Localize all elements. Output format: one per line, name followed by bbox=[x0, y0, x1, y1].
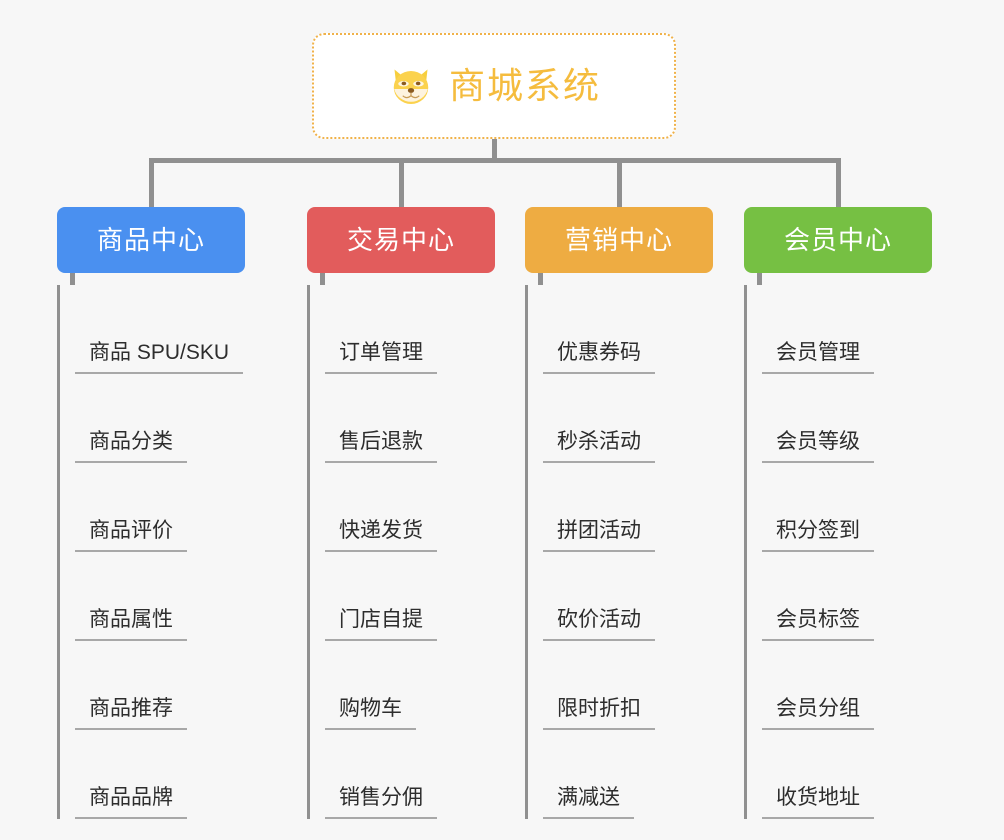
list-item[interactable]: 售后退款 bbox=[325, 374, 495, 463]
list-item[interactable]: 商品推荐 bbox=[75, 641, 245, 730]
category-label-1: 商品中心 bbox=[96, 225, 205, 255]
list-item[interactable]: 砍价活动 bbox=[543, 552, 713, 641]
leaf-label: 优惠券码 bbox=[557, 340, 641, 364]
list-item[interactable]: 拼团活动 bbox=[543, 463, 713, 552]
list-item[interactable]: 快递发货 bbox=[325, 463, 495, 552]
leaf-label: 商品品牌 bbox=[89, 785, 173, 809]
category-box-2[interactable]: 交易中心 bbox=[307, 207, 495, 273]
category-label-4: 会员中心 bbox=[783, 225, 892, 255]
leaf-label: 积分签到 bbox=[776, 518, 860, 542]
list-item[interactable]: 限时折扣 bbox=[543, 641, 713, 730]
leaf-label: 会员管理 bbox=[776, 340, 860, 364]
leaf-label: 拼团活动 bbox=[557, 518, 641, 542]
category-box-1[interactable]: 商品中心 bbox=[57, 207, 245, 273]
connector-stub-3 bbox=[538, 273, 543, 285]
leaf-label: 限时折扣 bbox=[557, 696, 641, 720]
list-item[interactable]: 秒杀活动 bbox=[543, 374, 713, 463]
leaf-label: 商品 SPU/SKU bbox=[89, 340, 230, 364]
list-item[interactable]: 商品评价 bbox=[75, 463, 245, 552]
leaf-label: 商品属性 bbox=[89, 607, 173, 631]
leaf-label: 门店自提 bbox=[339, 607, 423, 631]
shiba-dog-face-icon bbox=[393, 69, 429, 104]
root-node-mall-system[interactable]: 商城系统 bbox=[312, 33, 676, 139]
leaf-list-3: 优惠券码 秒杀活动 拼团活动 砍价活动 限时折扣 满减送 bbox=[525, 285, 713, 819]
list-item[interactable]: 商品属性 bbox=[75, 552, 245, 641]
leaf-label: 收货地址 bbox=[776, 785, 860, 809]
connector-root-vertical bbox=[492, 139, 497, 161]
connector-stub-2 bbox=[320, 273, 325, 285]
list-item[interactable]: 会员管理 bbox=[762, 285, 932, 374]
leaf-label: 商品推荐 bbox=[89, 696, 173, 720]
list-item[interactable]: 销售分佣 bbox=[325, 730, 495, 819]
connector-drop-1 bbox=[149, 158, 154, 208]
leaf-label: 秒杀活动 bbox=[557, 429, 641, 453]
list-item[interactable]: 会员分组 bbox=[762, 641, 932, 730]
branch-column-2: 交易中心 订单管理 售后退款 快递发货 门店自提 购物车 销售分佣 bbox=[307, 207, 495, 819]
category-label-2: 交易中心 bbox=[346, 225, 455, 255]
leaf-label: 满减送 bbox=[557, 785, 620, 809]
leaf-label: 会员分组 bbox=[776, 696, 860, 720]
connector-stub-1 bbox=[70, 273, 75, 285]
leaf-label: 会员标签 bbox=[776, 607, 860, 631]
list-item[interactable]: 门店自提 bbox=[325, 552, 495, 641]
list-item[interactable]: 优惠券码 bbox=[543, 285, 713, 374]
branch-column-3: 营销中心 优惠券码 秒杀活动 拼团活动 砍价活动 限时折扣 满减送 bbox=[525, 207, 713, 819]
list-item[interactable]: 会员等级 bbox=[762, 374, 932, 463]
leaf-label: 订单管理 bbox=[339, 340, 423, 364]
connector-horizontal-bus bbox=[149, 158, 841, 163]
connector-stub-4 bbox=[757, 273, 762, 285]
leaf-list-1: 商品 SPU/SKU 商品分类 商品评价 商品属性 商品推荐 商品品牌 bbox=[57, 285, 245, 819]
leaf-list-2: 订单管理 售后退款 快递发货 门店自提 购物车 销售分佣 bbox=[307, 285, 495, 819]
list-item[interactable]: 商品 SPU/SKU bbox=[75, 285, 245, 374]
leaf-label: 商品分类 bbox=[89, 429, 173, 453]
branch-column-4: 会员中心 会员管理 会员等级 积分签到 会员标签 会员分组 收货地址 bbox=[744, 207, 932, 819]
list-item[interactable]: 商品分类 bbox=[75, 374, 245, 463]
category-label-3: 营销中心 bbox=[564, 225, 673, 255]
category-box-4[interactable]: 会员中心 bbox=[744, 207, 932, 273]
connector-drop-4 bbox=[836, 158, 841, 208]
list-item[interactable]: 积分签到 bbox=[762, 463, 932, 552]
leaf-label: 售后退款 bbox=[339, 429, 423, 453]
leaf-label: 会员等级 bbox=[776, 429, 860, 453]
list-item[interactable]: 订单管理 bbox=[325, 285, 495, 374]
list-item[interactable]: 满减送 bbox=[543, 730, 713, 819]
leaf-list-4: 会员管理 会员等级 积分签到 会员标签 会员分组 收货地址 bbox=[744, 285, 932, 819]
leaf-label: 砍价活动 bbox=[557, 607, 641, 631]
branch-column-1: 商品中心 商品 SPU/SKU 商品分类 商品评价 商品属性 商品推荐 商品品牌 bbox=[57, 207, 245, 819]
category-box-3[interactable]: 营销中心 bbox=[525, 207, 713, 273]
leaf-label: 快递发货 bbox=[339, 518, 423, 542]
leaf-label: 购物车 bbox=[339, 696, 402, 720]
connector-drop-2 bbox=[399, 158, 404, 208]
connector-drop-3 bbox=[617, 158, 622, 208]
root-node-label: 商城系统 bbox=[448, 65, 601, 106]
list-item[interactable]: 收货地址 bbox=[762, 730, 932, 819]
list-item[interactable]: 购物车 bbox=[325, 641, 495, 730]
leaf-label: 商品评价 bbox=[89, 518, 173, 542]
leaf-label: 销售分佣 bbox=[339, 785, 423, 809]
list-item[interactable]: 会员标签 bbox=[762, 552, 932, 641]
list-item[interactable]: 商品品牌 bbox=[75, 730, 245, 819]
